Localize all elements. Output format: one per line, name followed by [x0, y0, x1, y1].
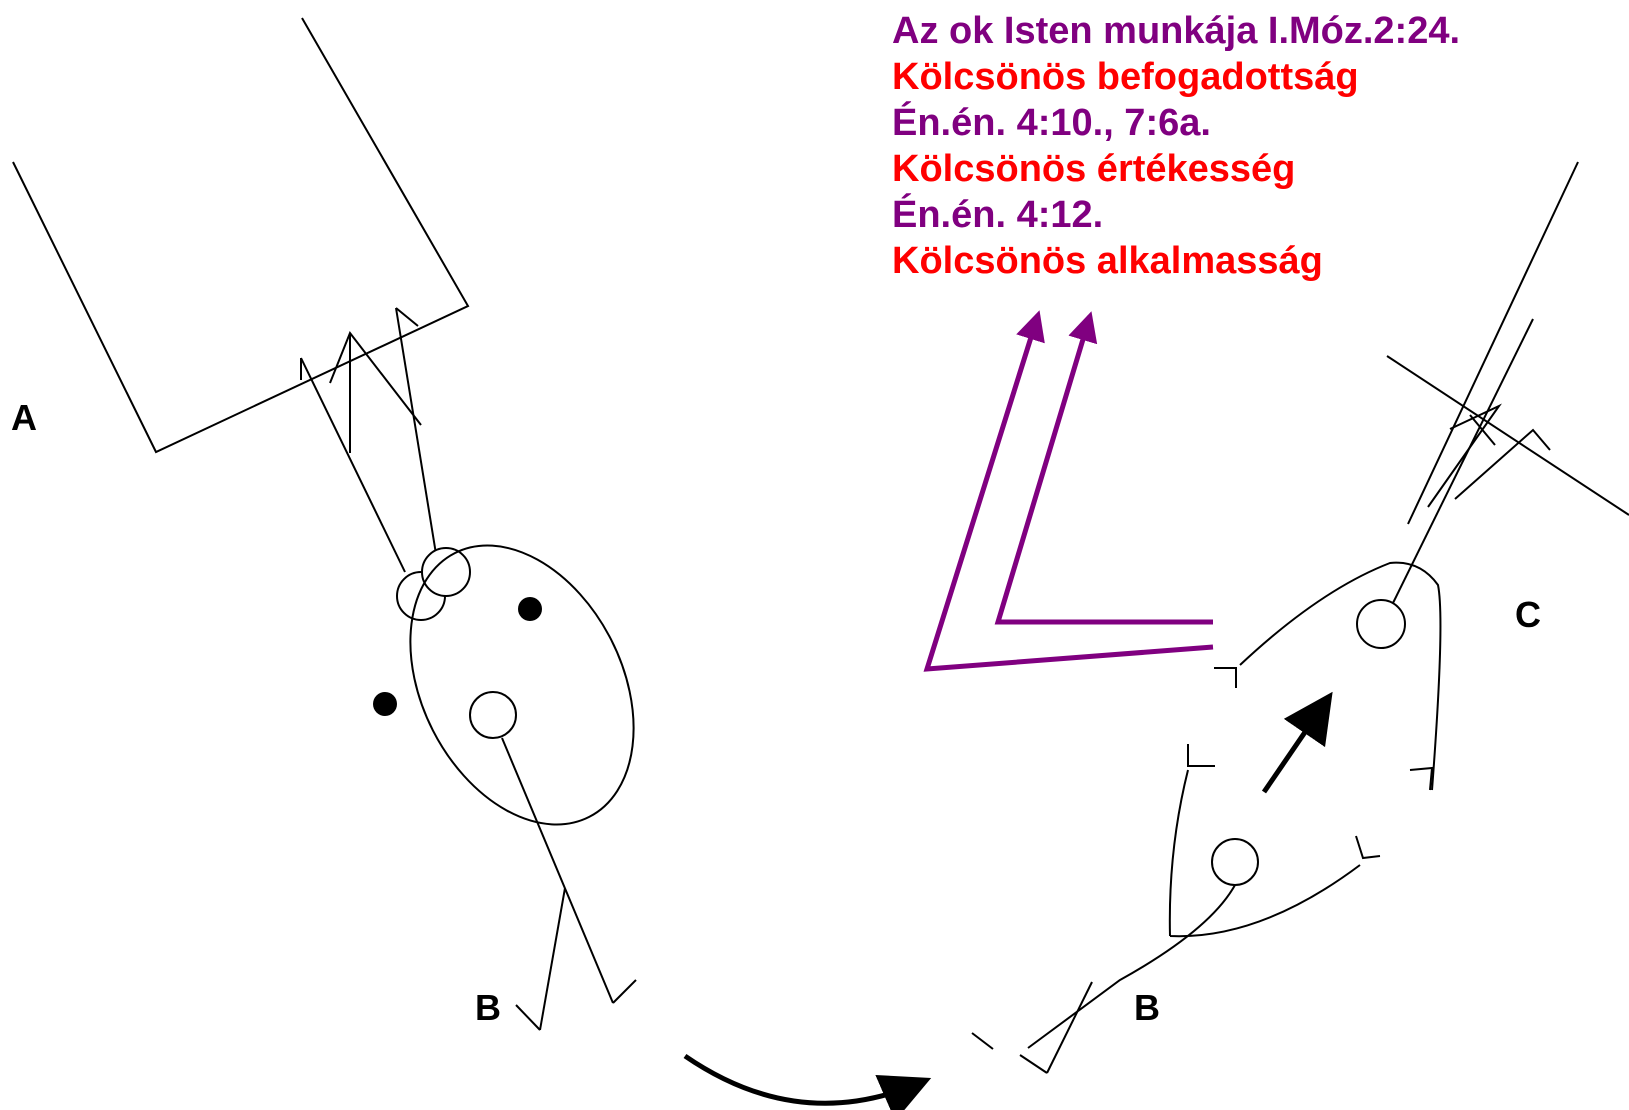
figure-c-head [1357, 600, 1405, 648]
figure-b-foot-right [613, 980, 636, 1003]
figure-c-mid [1470, 415, 1495, 445]
figure-b-right-hand-bottom [1356, 836, 1380, 858]
purple-arrow-outer [927, 310, 1213, 669]
text-line-4: Kölcsönös értékesség [892, 148, 1296, 190]
dot-right [518, 597, 542, 621]
text-line-5: Én.én. 4:12. [892, 194, 1104, 236]
figure-b-right-foot [1020, 1055, 1047, 1073]
figure-a-head-2 [422, 548, 470, 596]
text-line-6: Kölcsönös alkalmasság [892, 240, 1323, 282]
figure-a-sign [13, 18, 468, 452]
figure-b-foot-left [516, 1005, 540, 1030]
figure-b-head [470, 692, 516, 738]
scripture-text-block: Az ok Isten munkája I.Móz.2:24. Kölcsönö… [892, 8, 1460, 284]
figure-b-right [972, 744, 1380, 1073]
figure-b-right-outline [1170, 770, 1360, 936]
figure-b-right-hand-top [1188, 744, 1215, 766]
figure-c [1214, 162, 1629, 790]
text-line-1: Az ok Isten munkája I.Móz.2:24. [892, 10, 1461, 52]
label-b-right: B [1134, 987, 1160, 1028]
figure-b-right-tick [972, 1033, 993, 1049]
figure-b-right-body [1028, 885, 1235, 1048]
figure-b-leg [540, 888, 565, 1030]
figure-c-sign-right [1387, 356, 1629, 515]
figure-b-right-leg [1047, 982, 1092, 1073]
transition-arrow [685, 1056, 932, 1110]
figure-a [13, 18, 470, 620]
figure-a-arm-upper [301, 358, 405, 572]
figure-c-sign-left [1408, 162, 1578, 524]
embrace-ellipse [366, 508, 679, 863]
purple-arrow-inner [998, 311, 1213, 622]
figure-c-outline [1240, 563, 1440, 790]
progress-arrow [1264, 691, 1333, 792]
figure-c-arm [1393, 319, 1533, 603]
figure-c-hand-arm-2 [1455, 430, 1550, 499]
figure-c-hand-left [1214, 668, 1236, 688]
text-line-2: Kölcsönös befogadottság [892, 56, 1359, 98]
figure-a-hand-right [396, 308, 418, 326]
figure-b-left [366, 508, 679, 1030]
figure-c-hand-right [1410, 768, 1432, 790]
figure-b-right-head [1212, 839, 1258, 885]
label-b-left: B [475, 987, 501, 1028]
label-a: A [11, 397, 37, 438]
text-line-3: Én.én. 4:10., 7:6a. [892, 102, 1211, 144]
figure-c-hand-arm [1428, 406, 1499, 507]
figure-b-body [502, 738, 613, 1003]
label-c: C [1515, 594, 1541, 635]
dot-left [373, 692, 397, 716]
figure-a-arm-upper-2 [396, 308, 436, 554]
